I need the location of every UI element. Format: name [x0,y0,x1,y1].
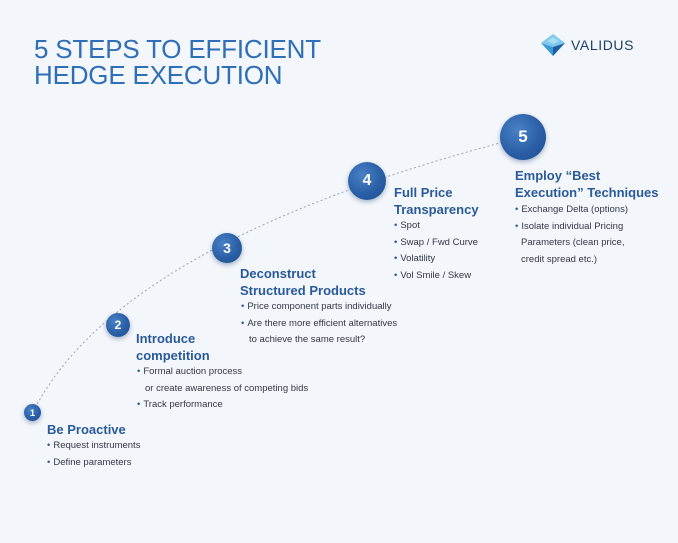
step-3-title: Deconstruct Structured Products [240,265,366,299]
bullet-text: Define parameters [53,456,132,468]
step-4-bullet-4: •Vol Smile / Skew [394,269,472,281]
bullet-text: Exchange Delta (options) [521,204,628,215]
bullet-text: Vol Smile / Skew [400,269,472,281]
step-1-title-line: Be Proactive [47,422,126,437]
step-2-title: Introduce competition [136,330,210,364]
step-2-title-line: Introduce [136,331,196,346]
step-3-title-line: Structured Products [240,283,366,298]
bullet-text: Spot [400,220,420,231]
bullet-text-continued: or create awareness of competing bids [145,382,309,394]
step-1-bullet-1: •Request instruments [47,440,141,451]
bullet-text: Swap / Fwd Curve [400,236,478,248]
bullet-text: Request instruments [53,440,141,451]
step-5-number: 5 [518,127,528,146]
step-1-title: Be Proactive [47,421,126,438]
logo-text: VALIDUS [571,37,635,53]
bullet-text-continued: Parameters (clean price, [521,237,625,248]
page-title: 5 STEPS TO EFFICIENT HEDGE EXECUTION [34,36,321,88]
step-3-bullet-1: •Price component parts individually [241,301,392,312]
bullet-text: Track performance [143,399,223,410]
step-1-node: 1 [24,404,41,421]
step-3-bullets: •Price component parts individually •Are… [241,299,397,349]
step-5-title-line: Employ “Best [515,168,601,183]
validus-diamond-icon [541,34,565,56]
step-3-node: 3 [212,233,242,263]
step-4-title-line: Transparency [394,202,479,217]
step-3-title-line: Deconstruct [240,266,316,281]
step-5-node: 5 [500,114,546,160]
bullet-text: Isolate individual Pricing [521,220,624,232]
step-4-bullets: •Spot •Swap / Fwd Curve •Volatility •Vol… [394,218,478,284]
step-4-bullet-2: •Swap / Fwd Curve [394,236,478,248]
step-3-number: 3 [223,240,231,256]
step-5-bullet-1: •Exchange Delta (options) [515,204,628,215]
bullet-text-continued: to achieve the same result? [249,334,366,345]
step-4-bullet-3: •Volatility [394,253,436,264]
bullet-text: Formal auction process [143,366,243,377]
step-4-node: 4 [348,162,386,200]
step-5-title: Employ “Best Execution” Techniques [515,167,659,201]
step-2-title-line: competition [136,348,210,363]
bullet-text-continued: credit spread etc.) [521,253,598,265]
step-2-number: 2 [114,318,122,332]
step-1-number: 1 [29,407,35,418]
validus-logo: VALIDUS [541,34,634,56]
step-2-bullet-2: •Track performance [137,399,223,410]
bullet-text: Are there more efficient alternatives [247,317,398,329]
step-2-node: 2 [106,313,130,337]
step-4-title: Full Price Transparency [394,184,479,218]
step-4-number: 4 [362,172,372,189]
step-5-bullets: •Exchange Delta (options) •Isolate indiv… [515,202,628,268]
step-1-bullet-2: •Define parameters [47,456,132,468]
step-1-bullets: •Request instruments •Define parameters [47,438,140,471]
page-title-line-2: HEDGE EXECUTION [34,60,283,90]
step-5-title-line: Execution” Techniques [515,185,659,200]
bullet-text: Price component parts individually [247,301,392,312]
step-4-bullet-1: •Spot [394,220,420,231]
step-4-title-line: Full Price [394,185,453,200]
page-title-line-1: 5 STEPS TO EFFICIENT [34,34,321,64]
bullet-text: Volatility [400,253,436,264]
